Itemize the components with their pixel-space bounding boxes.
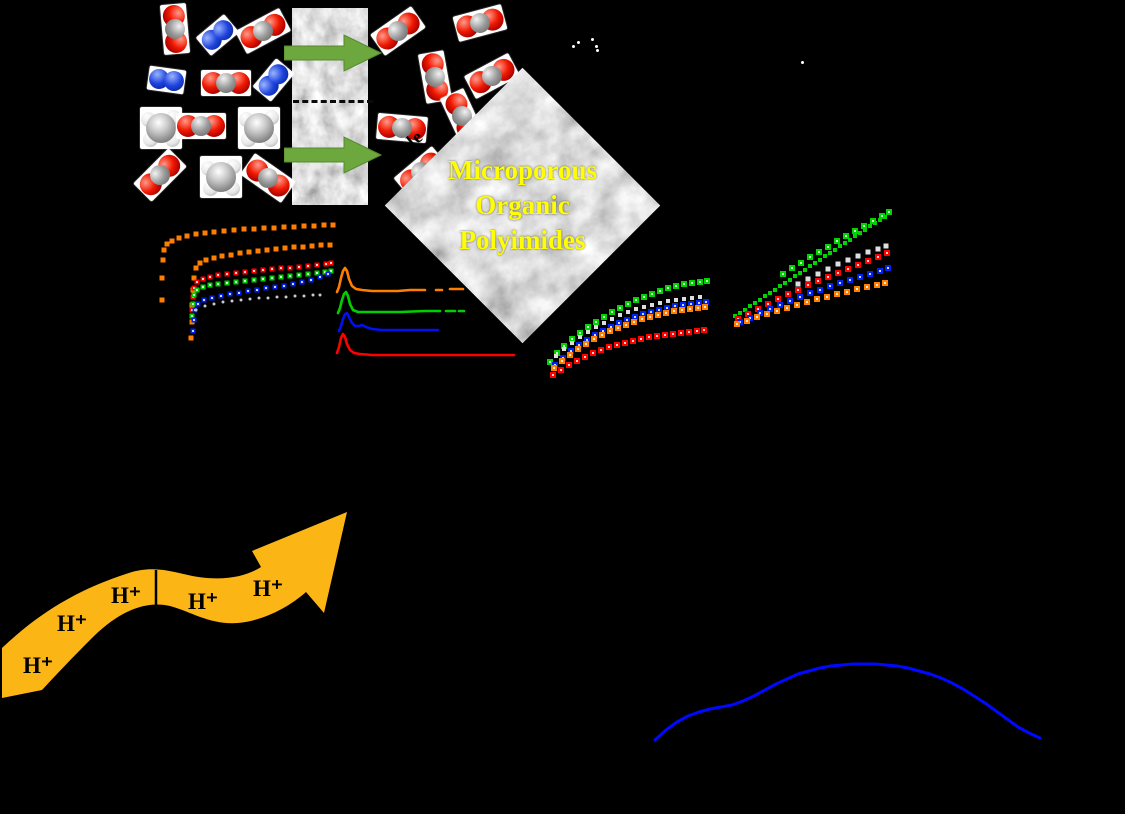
gas-uptake-isotherms-1-series-orange-top xyxy=(159,222,336,303)
diamond-caption: Microporous Organic Polyimides xyxy=(425,108,620,303)
broad-hump-curve-series-blue xyxy=(653,662,1042,742)
gas-uptake-isotherms-2-series-orange xyxy=(551,304,708,371)
gas-uptake-isotherms-3-series-white xyxy=(795,243,889,287)
pore-size-distribution-series-blue xyxy=(337,311,440,333)
n2-molecule xyxy=(195,13,239,57)
sem-diamond-image: Microporous Organic Polyimides xyxy=(384,67,661,344)
gas-uptake-isotherms-3-series-red xyxy=(735,250,890,322)
gas-uptake-isotherms-1 xyxy=(159,222,336,341)
proton-label: H⁺ xyxy=(110,583,142,608)
diamond-caption-line3: Polyimides xyxy=(459,225,586,256)
permeation-arrow-bottom xyxy=(284,136,383,174)
ch4-molecule xyxy=(200,156,242,198)
carbon-atom xyxy=(191,116,211,136)
pore-size-distribution-series-red xyxy=(335,332,516,357)
pore-size-distribution-series-green xyxy=(336,290,466,315)
co2-molecule xyxy=(234,7,292,55)
diamond-caption-line1: Microporous xyxy=(447,154,597,185)
gas-uptake-isotherms-1-series-green xyxy=(189,268,334,319)
co2-molecule xyxy=(201,70,251,96)
gas-uptake-isotherms-1-series-white xyxy=(194,293,322,312)
co2-molecule xyxy=(176,113,226,139)
n2-molecule xyxy=(146,65,186,95)
speck xyxy=(591,38,594,41)
speck xyxy=(572,45,575,48)
gas-uptake-isotherms-3-series-green-dense xyxy=(733,215,887,318)
co2-molecule xyxy=(133,148,187,202)
carbon-atom xyxy=(244,113,274,143)
proton-label: H⁺ xyxy=(22,653,54,678)
proton-label: H⁺ xyxy=(252,576,284,601)
speck xyxy=(595,45,598,48)
gas-uptake-isotherms-3-series-orange xyxy=(734,280,888,327)
pore-size-distribution-series-orange xyxy=(335,266,465,294)
gas-uptake-isotherms-3-series-green-open xyxy=(780,209,892,277)
carbon-atom xyxy=(216,73,236,93)
gas-uptake-isotherms-1-series-orange-second xyxy=(188,242,333,341)
diamond-caption-line2: Organic xyxy=(475,189,570,220)
speck xyxy=(577,41,580,44)
permeation-arrow-top xyxy=(284,34,383,72)
co2-molecule xyxy=(159,2,191,56)
carbon-atom xyxy=(146,113,176,143)
proton-arrow-shape xyxy=(2,512,347,698)
gas-uptake-isotherms-2-series-blue xyxy=(552,299,709,368)
gas-uptake-isotherms-1-series-red xyxy=(189,260,334,313)
proton-label: H⁺ xyxy=(56,611,88,636)
proton-transport-arrow xyxy=(2,512,347,698)
carbon-atom xyxy=(206,162,236,192)
speck xyxy=(801,61,804,64)
gas-uptake-isotherms-2-series-white xyxy=(554,295,702,358)
co2-molecule xyxy=(452,3,508,43)
gas-uptake-isotherms-1-series-blue xyxy=(190,271,331,334)
ch4-molecule xyxy=(238,107,280,149)
proton-label: H⁺ xyxy=(187,589,219,614)
gas-uptake-isotherms-2-series-red xyxy=(550,327,707,378)
speck xyxy=(596,49,599,52)
gas-uptake-isotherms-3 xyxy=(733,209,892,327)
gas-uptake-isotherms-3-series-blue xyxy=(737,265,891,325)
broad-hump-curve xyxy=(653,662,1042,742)
membrane-dashed-line xyxy=(293,100,373,103)
